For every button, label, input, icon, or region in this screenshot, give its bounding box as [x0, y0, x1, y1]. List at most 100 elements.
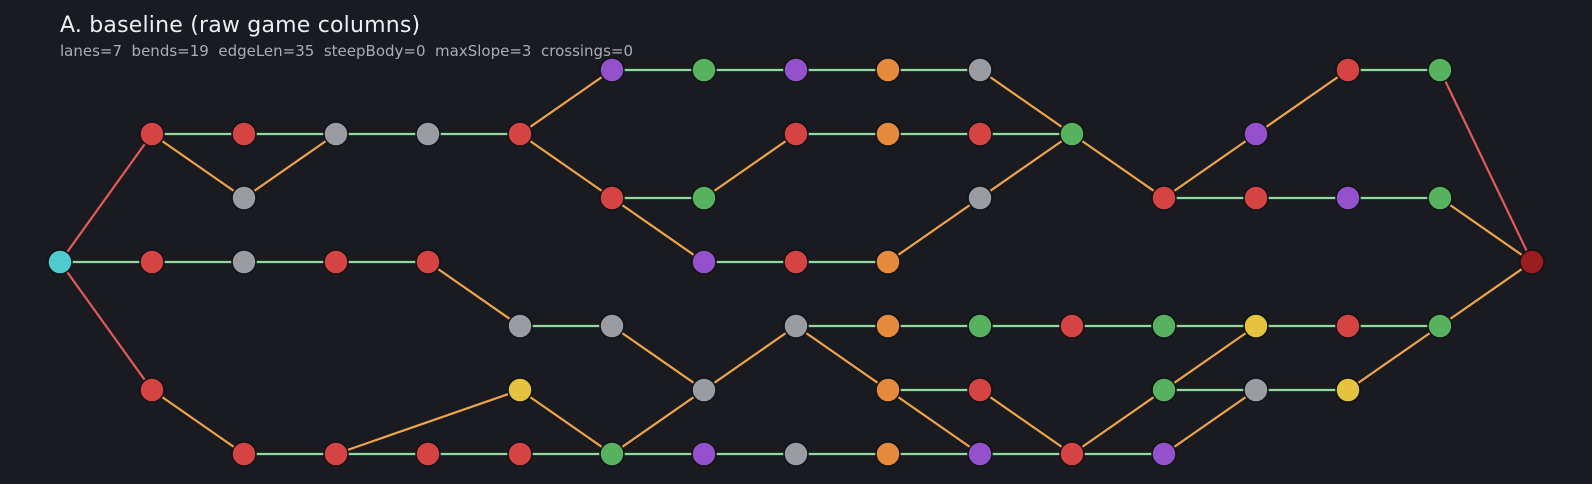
- node-red-n9: [323, 249, 349, 275]
- node-darkred-n62: [1519, 249, 1545, 275]
- edge-n5-n8: [242, 132, 338, 200]
- edge-n14-n18: [518, 68, 614, 136]
- edge-n25-n30: [702, 324, 798, 392]
- node-purple-n43: [967, 441, 993, 467]
- node-cyan-n0: [47, 249, 73, 275]
- edge-n44-n47: [1070, 132, 1166, 200]
- node-grey-n54: [1243, 377, 1269, 403]
- edge-n16-n21: [518, 388, 614, 456]
- node-green-n48: [1151, 313, 1177, 339]
- node-red-n46: [1059, 441, 1085, 467]
- node-red-n3: [139, 377, 165, 403]
- node-grey-n31: [783, 441, 809, 467]
- node-purple-n56: [1335, 185, 1361, 211]
- node-purple-n51: [1243, 121, 1269, 147]
- edge-n47-n51: [1162, 132, 1258, 200]
- node-purple-n50: [1151, 441, 1177, 467]
- node-green-n23: [691, 185, 717, 211]
- node-red-n42: [967, 377, 993, 403]
- node-orange-n32: [875, 57, 901, 83]
- edge-n40-n44: [978, 132, 1074, 200]
- node-green-n21: [599, 441, 625, 467]
- node-red-n28: [783, 121, 809, 147]
- edge-n34-n40: [886, 196, 982, 264]
- edge-n19-n24: [610, 196, 706, 264]
- edge-n20-n25: [610, 324, 706, 392]
- edge-n50-n54: [1162, 388, 1258, 456]
- node-grey-n15: [507, 313, 533, 339]
- edge-n51-n55: [1254, 68, 1350, 136]
- node-green-n60: [1427, 185, 1453, 211]
- edge-n36-n43: [886, 388, 982, 456]
- edge-n59-n62: [1438, 68, 1534, 264]
- node-grey-n5: [231, 185, 257, 211]
- node-layer: [47, 57, 1545, 467]
- node-green-n44: [1059, 121, 1085, 147]
- node-red-n2: [139, 249, 165, 275]
- node-green-n61: [1427, 313, 1453, 339]
- node-red-n19: [599, 185, 625, 211]
- node-red-n12: [415, 249, 441, 275]
- node-green-n22: [691, 57, 717, 83]
- edge-n49-n53: [1162, 324, 1258, 392]
- node-green-n41: [967, 313, 993, 339]
- node-grey-n30: [783, 313, 809, 339]
- edge-n21-n25: [610, 388, 706, 456]
- node-purple-n26: [691, 441, 717, 467]
- node-red-n1: [139, 121, 165, 147]
- node-green-n49: [1151, 377, 1177, 403]
- edge-n0-n1: [58, 132, 154, 264]
- node-grey-n11: [415, 121, 441, 147]
- node-yellow-n58: [1335, 377, 1361, 403]
- panel-title: A. baseline (raw game columns): [60, 13, 421, 38]
- node-purple-n27: [783, 57, 809, 83]
- node-orange-n36: [875, 377, 901, 403]
- node-red-n14: [507, 121, 533, 147]
- node-purple-n24: [691, 249, 717, 275]
- node-grey-n6: [231, 249, 257, 275]
- edge-n14-n19: [518, 132, 614, 200]
- node-orange-n37: [875, 441, 901, 467]
- node-grey-n40: [967, 185, 993, 211]
- node-grey-n8: [323, 121, 349, 147]
- node-red-n52: [1243, 185, 1269, 211]
- node-red-n47: [1151, 185, 1177, 211]
- node-red-n55: [1335, 57, 1361, 83]
- node-grey-n38: [967, 57, 993, 83]
- node-red-n39: [967, 121, 993, 147]
- edge-n12-n15: [426, 260, 522, 328]
- edge-n60-n62: [1438, 196, 1534, 264]
- edge-n42-n46: [978, 388, 1074, 456]
- edge-n30-n36: [794, 324, 890, 392]
- node-red-n13: [415, 441, 441, 467]
- edge-n3-n7: [150, 388, 246, 456]
- node-grey-n20: [599, 313, 625, 339]
- edge-n10-n16: [334, 388, 522, 456]
- layout-stats: lanes=7 bends=19 edgeLen=35 steepBody=0 …: [60, 42, 634, 60]
- node-orange-n35: [875, 313, 901, 339]
- edge-n38-n44: [978, 68, 1074, 136]
- edge-n0-n3: [58, 260, 154, 392]
- node-red-n29: [783, 249, 809, 275]
- node-green-n59: [1427, 57, 1453, 83]
- edge-n46-n49: [1070, 388, 1166, 456]
- node-red-n57: [1335, 313, 1361, 339]
- edge-n61-n62: [1438, 260, 1534, 328]
- edge-n1-n5: [150, 132, 246, 200]
- edge-n58-n61: [1346, 324, 1442, 392]
- node-red-n7: [231, 441, 257, 467]
- edge-n23-n28: [702, 132, 798, 200]
- edge-layer: [58, 68, 1534, 456]
- node-purple-n18: [599, 57, 625, 83]
- node-red-n45: [1059, 313, 1085, 339]
- node-red-n17: [507, 441, 533, 467]
- node-yellow-n53: [1243, 313, 1269, 339]
- node-orange-n33: [875, 121, 901, 147]
- node-red-n4: [231, 121, 257, 147]
- node-grey-n25: [691, 377, 717, 403]
- node-yellow-n16: [507, 377, 533, 403]
- node-orange-n34: [875, 249, 901, 275]
- node-red-n10: [323, 441, 349, 467]
